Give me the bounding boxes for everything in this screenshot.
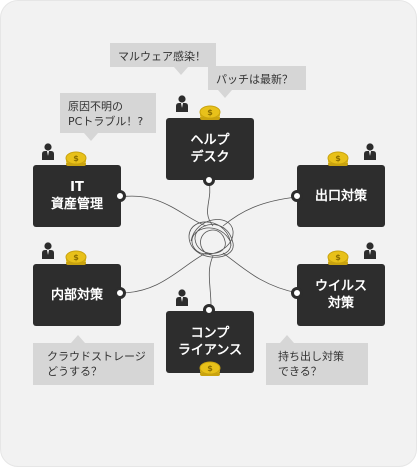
- connector-dot-it-asset: [114, 190, 126, 202]
- connector-dot-virus: [291, 287, 303, 299]
- node-compliance-line1: コンプ: [190, 326, 230, 341]
- bubble-cloud-line1: クラウドストレージ: [47, 350, 146, 363]
- node-internal-measures: 内部対策: [33, 264, 121, 326]
- connector-exit: [222, 196, 298, 227]
- bubble-tail: [84, 133, 98, 141]
- bubble-cloud-line2: どうする？: [47, 365, 102, 378]
- node-internal-measures-line1: 内部対策: [50, 287, 103, 303]
- bubble-pc-trouble: 原因不明の PCトラブル！?: [60, 93, 156, 141]
- node-compliance-line2: ライアンス: [177, 343, 243, 358]
- node-exit-measures-line1: 出口対策: [314, 188, 367, 204]
- node-virus-measures-line1: ウイルス: [314, 279, 367, 294]
- bubble-pc-trouble-line1: 原因不明の: [68, 100, 123, 113]
- node-it-asset-line2: 資産管理: [50, 197, 103, 212]
- connector-virus: [222, 252, 299, 294]
- node-virus-measures-line2: 対策: [327, 296, 354, 311]
- bubble-tail: [174, 67, 188, 75]
- coin-icon: [327, 250, 349, 266]
- connector-compliance: [208, 255, 214, 307]
- coin-icon: [199, 361, 221, 377]
- bubble-pc-trouble-line2: PCトラブル！?: [68, 115, 144, 128]
- bubble-malware-text: マルウェア感染！: [118, 50, 206, 63]
- node-it-asset-line1: IT: [70, 180, 84, 195]
- bubble-patch-text: パッチは最新？: [216, 73, 293, 86]
- person-icon: [364, 242, 376, 259]
- person-icon: [42, 143, 54, 160]
- node-help-desk-line2: デスク: [190, 150, 230, 165]
- person-icon: [364, 143, 376, 160]
- node-it-asset: IT 資産管理: [33, 165, 121, 227]
- bubble-tail: [280, 335, 294, 343]
- person-icon: [42, 242, 54, 259]
- coin-icon: [65, 151, 87, 167]
- bubble-takeout-line1: 持ち出し対策: [278, 350, 344, 363]
- connector-dot-compliance: [203, 304, 215, 316]
- bubble-tail: [218, 90, 232, 98]
- coin-icon: [199, 105, 221, 121]
- bubble-takeout-line2: できる？: [278, 365, 322, 378]
- bubble-cloud: クラウドストレージ どうする？: [33, 335, 154, 385]
- connector-internal: [119, 252, 207, 294]
- person-icon: [176, 95, 188, 112]
- tangle: [188, 219, 234, 258]
- node-exit-measures: 出口対策: [297, 165, 385, 227]
- coin-icon: [65, 250, 87, 266]
- bubble-tail: [71, 335, 85, 343]
- node-virus-measures: ウイルス 対策: [297, 264, 385, 326]
- person-icon: [176, 289, 188, 306]
- bubble-malware: マルウェア感染！: [110, 43, 216, 75]
- coin-icon: [327, 151, 349, 167]
- bubble-patch: パッチは最新？: [208, 66, 306, 98]
- node-help-desk: ヘルプ デスク: [166, 118, 254, 180]
- bubble-takeout: 持ち出し対策 できる？: [266, 335, 368, 385]
- node-help-desk-line1: ヘルプ: [190, 133, 230, 148]
- connector-it-asset: [119, 195, 207, 227]
- connector-dot-exit: [291, 190, 303, 202]
- connector-dot-internal: [114, 287, 126, 299]
- connector-dot-help-desk: [203, 174, 215, 186]
